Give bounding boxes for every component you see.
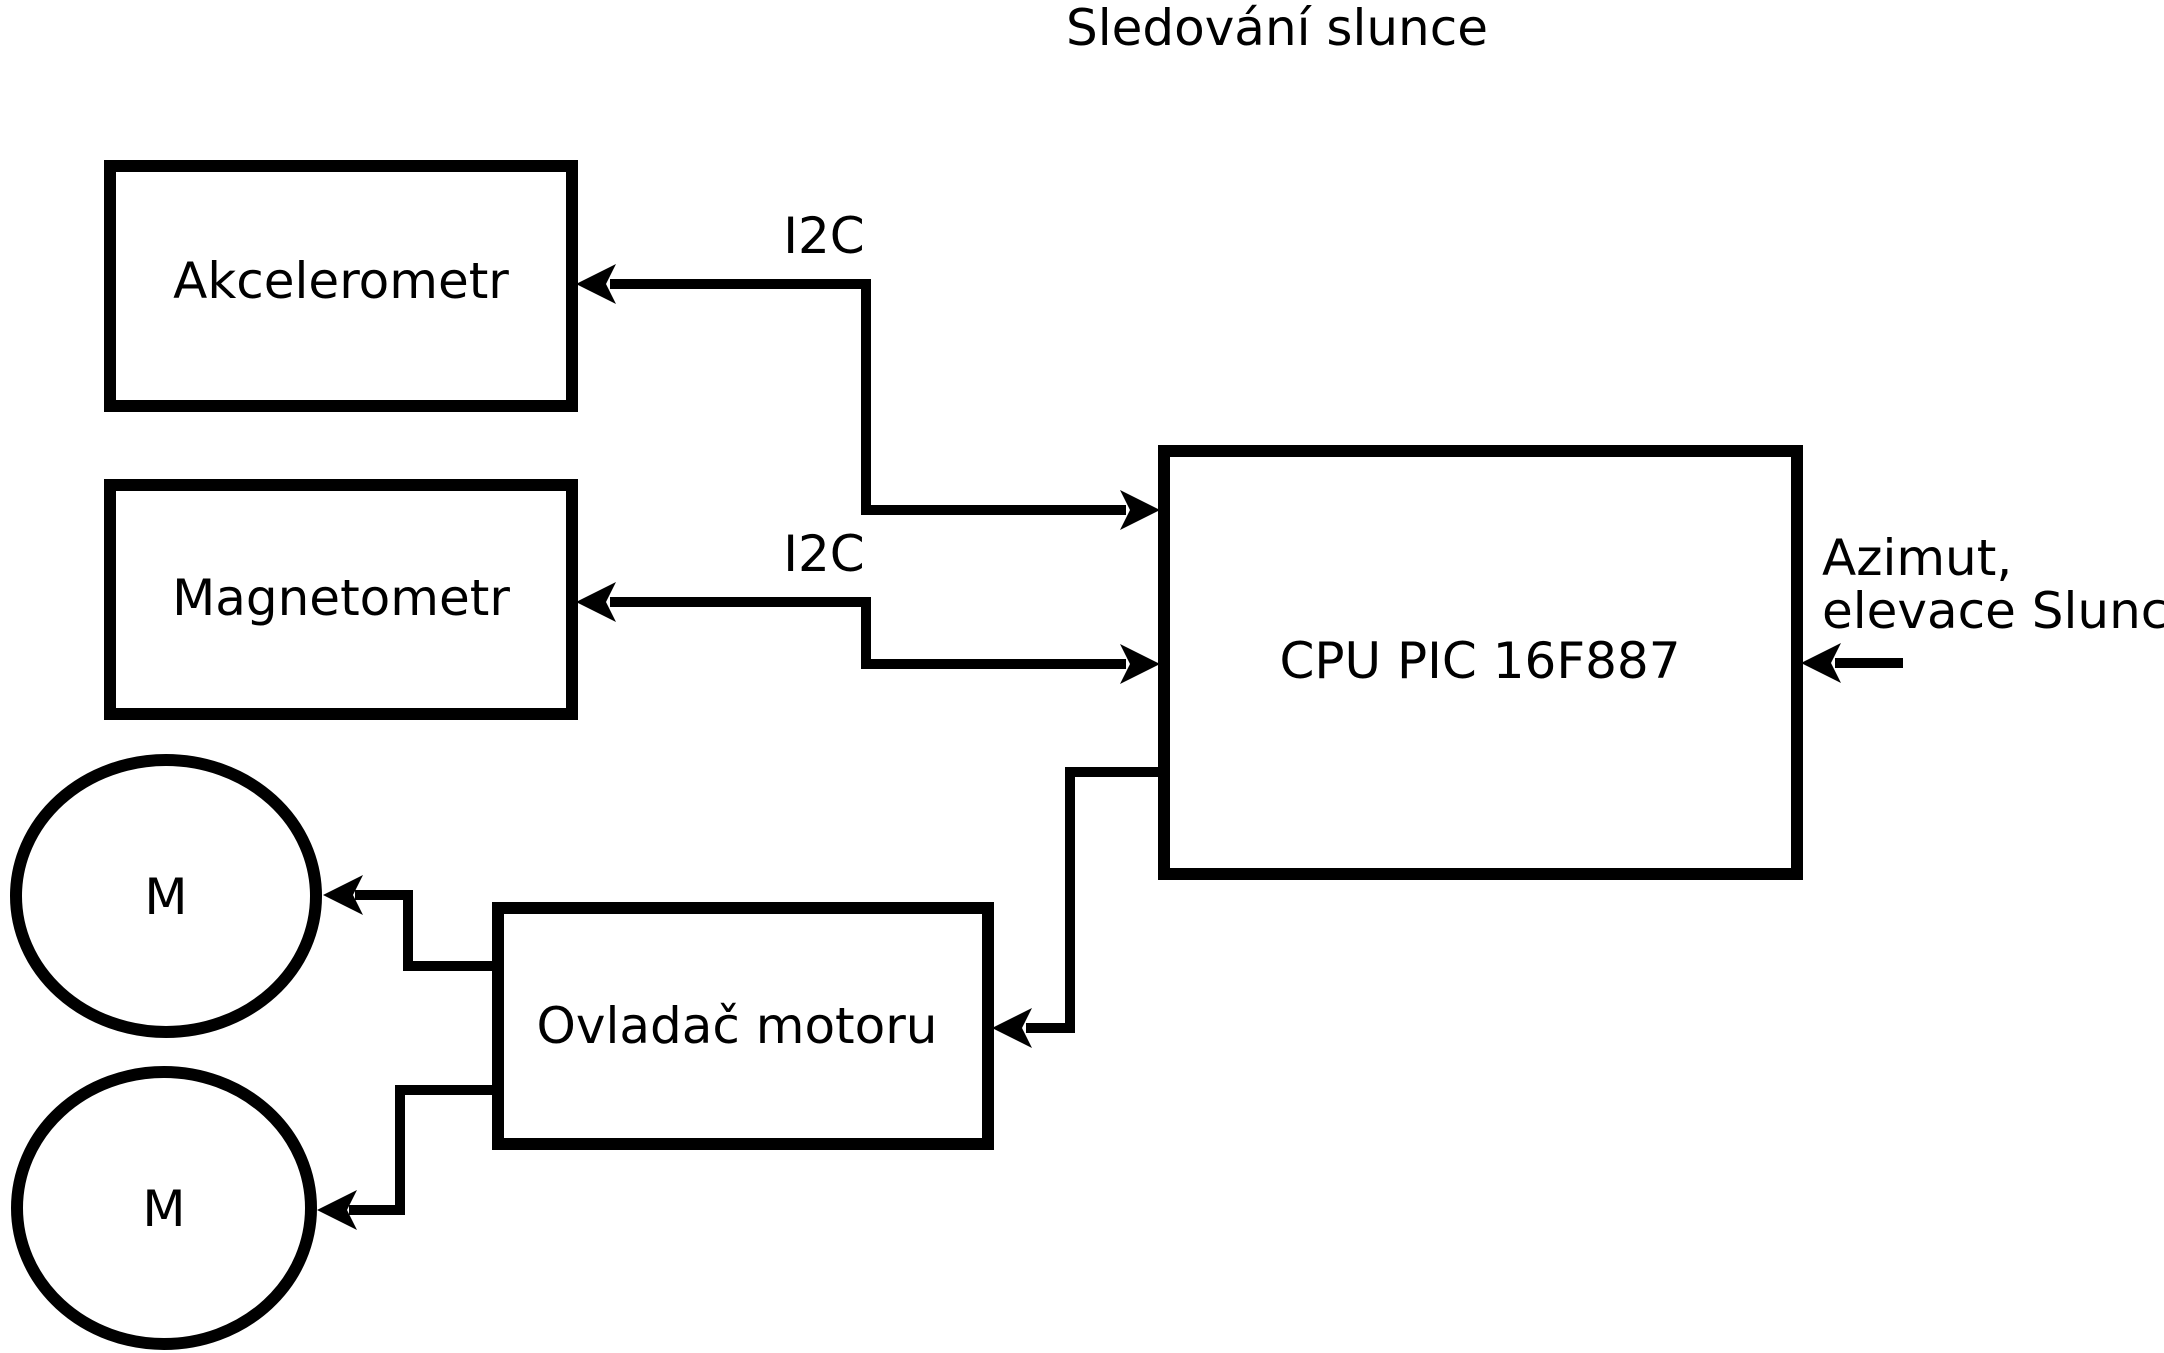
azimut-annotation-line2: elevace Slunce <box>1822 582 2164 640</box>
arrowhead-into-cpu-right <box>1801 643 1841 683</box>
edge-i2c-magnetometr: I2C <box>576 525 1160 684</box>
magnetometr-box <box>104 479 578 720</box>
motor-1-label: M <box>144 868 187 926</box>
edge-ovladac-to-motor-2-line <box>349 1085 492 1215</box>
arrowhead-into-motor-1 <box>323 875 363 915</box>
node-magnetometr: Magnetometr <box>104 479 578 720</box>
edge-ovladac-to-motor-2 <box>317 1085 492 1230</box>
node-motor-2: M <box>11 1066 317 1350</box>
node-akcelerometr: Akcelerometr <box>104 160 578 412</box>
node-cpu: CPU PIC 16F887 <box>1158 445 1803 880</box>
azimut-annotation-line1: Azimut, <box>1822 529 2012 587</box>
cpu-label: CPU PIC 16F887 <box>1279 632 1680 690</box>
motor-2-label: M <box>142 1180 185 1238</box>
edge-i2c-akcelerometr-line <box>610 279 1126 515</box>
ovladac-motoru-box <box>492 902 994 1150</box>
edge-azimut-input: Azimut, elevace Slunce <box>1801 529 2164 683</box>
edge-label-i2c-magnetometr: I2C <box>783 525 864 583</box>
akcelerometr-label: Akcelerometr <box>173 252 509 310</box>
edge-i2c-akcelerometr: I2C <box>576 207 1160 530</box>
motor-1-circle <box>10 754 322 1038</box>
arrowhead-into-akcelerometr <box>576 264 616 304</box>
magnetometr-label: Magnetometr <box>172 569 510 627</box>
arrowhead-into-magnetometr <box>576 582 616 622</box>
arrowhead-into-motor-2 <box>317 1190 357 1230</box>
arrowhead-into-cpu-mid <box>1120 644 1160 684</box>
ovladac-motoru-label: Ovladač motoru <box>537 997 938 1055</box>
edge-cpu-to-ovladac-line <box>1026 767 1158 1033</box>
node-motor-1: M <box>10 754 322 1038</box>
arrowhead-into-ovladac <box>992 1008 1032 1048</box>
edge-label-i2c-akcelerometr: I2C <box>783 207 864 265</box>
edge-i2c-magnetometr-line <box>610 597 1126 669</box>
edge-ovladac-to-motor-1 <box>323 875 492 971</box>
arrowhead-into-cpu-top <box>1120 490 1160 530</box>
akcelerometr-box <box>104 160 578 412</box>
node-ovladac-motoru: Ovladač motoru <box>492 902 994 1150</box>
cpu-box <box>1158 445 1803 880</box>
edge-ovladac-to-motor-1-line <box>355 890 492 971</box>
diagram-title: Sledování slunce <box>1066 0 1488 57</box>
motor-2-circle <box>11 1066 317 1350</box>
edge-cpu-to-ovladac <box>992 767 1158 1048</box>
